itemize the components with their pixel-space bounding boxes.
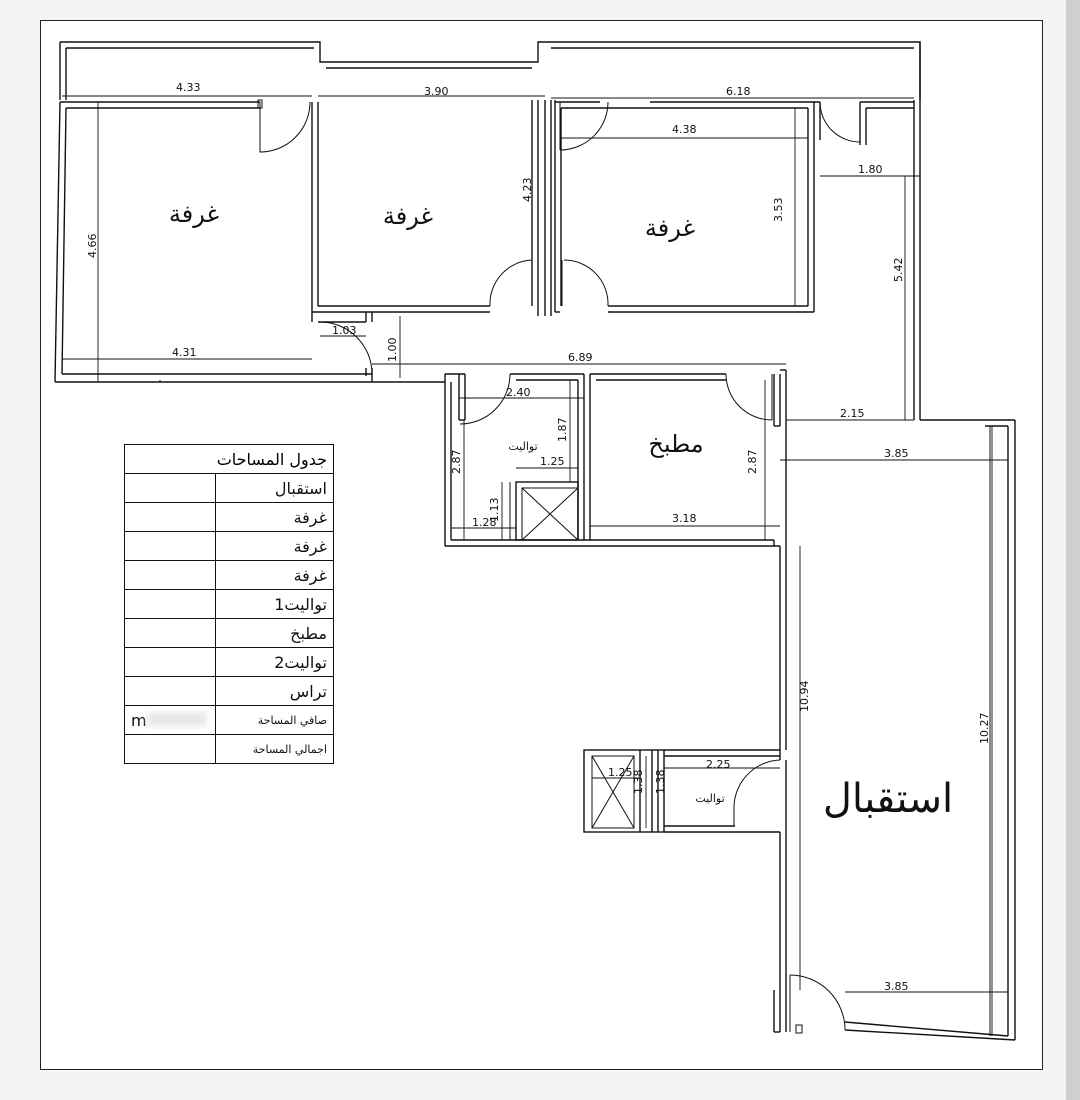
dim-label: 1.38	[632, 770, 645, 795]
area-table-title: جدول المساحات	[124, 444, 334, 474]
dim-label: 1.03	[332, 324, 357, 337]
dim-label: 1.87	[556, 418, 569, 443]
dim-label: 6.18	[726, 85, 751, 98]
room-label-bedroom-1: غرفة	[169, 200, 219, 228]
area-row-value	[123, 502, 217, 532]
area-row-value	[123, 647, 217, 677]
room-label-reception: استقبال	[823, 776, 953, 822]
area-row-label: مطبخ	[215, 618, 334, 648]
table-row: مطبخ	[123, 618, 334, 648]
area-row-label: تراس	[215, 676, 334, 706]
dim-label: 4.23	[521, 178, 534, 203]
area-row-label: صافي المساحة	[215, 705, 334, 735]
area-row-label: تواليت2	[215, 647, 334, 677]
dim-label: 10.94	[798, 681, 811, 713]
dim-label: 2.87	[746, 450, 759, 475]
area-table: جدول المساحات استقبال غرفة غرفة غرفة توا…	[123, 444, 334, 764]
table-row: تواليت2	[123, 647, 334, 677]
table-row: غرفة	[123, 531, 334, 561]
page-edge	[1066, 0, 1080, 1100]
dim-label: 6.89	[568, 351, 593, 364]
dim-label: 3.53	[772, 198, 785, 223]
dim-label: 4.38	[672, 123, 697, 136]
dim-label: 2.40	[506, 386, 531, 399]
table-row: غرفة	[123, 560, 334, 590]
dim-label: 1.38	[654, 770, 667, 795]
area-row-label: اجمالي المساحة	[215, 734, 334, 764]
room-label-kitchen: مطبخ	[648, 430, 703, 458]
walls	[54, 41, 1016, 1041]
room-label-bedroom-2: غرفة	[383, 202, 433, 230]
table-row: صافي المساحة m	[123, 705, 334, 735]
dim-label: 4.33	[176, 81, 201, 94]
area-row-value	[123, 473, 217, 503]
dim-label: 2.25	[706, 758, 731, 771]
dim-label: 3.85	[884, 447, 909, 460]
table-row: غرفة	[123, 502, 334, 532]
dim-label: 1.28	[472, 516, 497, 529]
table-row: اجمالي المساحة	[123, 734, 334, 764]
dim-label: 1.13	[488, 498, 501, 523]
area-row-value: m	[123, 705, 217, 735]
table-row: تواليت1	[123, 589, 334, 619]
area-row-label: غرفة	[215, 560, 334, 590]
dim-label: 3.85	[884, 980, 909, 993]
dimension-lines	[62, 95, 1008, 1036]
dim-label: 2.87	[450, 450, 463, 475]
area-row-label: غرفة	[215, 531, 334, 561]
dimension-labels: 4.33 3.90 6.18 4.38 1.80 4.66 4.23 3.53 …	[86, 81, 991, 993]
dim-label: 4.31	[172, 346, 197, 359]
doors	[257, 99, 861, 1034]
area-row-label: تواليت1	[215, 589, 334, 619]
room-label-bedroom-3: غرفة	[645, 214, 695, 242]
area-row-value	[123, 589, 217, 619]
blurred-value	[146, 711, 207, 726]
table-row: استقبال	[123, 473, 334, 503]
area-row-label: استقبال	[215, 473, 334, 503]
dim-label: 3.90	[424, 85, 449, 98]
dim-label: 2.15	[840, 407, 865, 420]
room-label-toilet-2: تواليت	[695, 792, 724, 805]
dim-label: 3.18	[672, 512, 697, 525]
dim-label: 1.25	[540, 455, 565, 468]
dim-label: 5.42	[892, 258, 905, 283]
dim-label: 4.66	[86, 234, 99, 259]
dim-label: 1.00	[386, 338, 399, 363]
dim-label: 1.25	[608, 766, 633, 779]
area-row-value	[123, 676, 217, 706]
table-row: تراس	[123, 676, 334, 706]
area-row-label: غرفة	[215, 502, 334, 532]
room-labels: غرفة غرفة غرفة مطبخ تواليت تواليت استقبا…	[169, 200, 953, 822]
dim-label: 10.27	[978, 713, 991, 745]
dim-label: 1.80	[858, 163, 883, 176]
area-row-value	[123, 618, 217, 648]
area-row-value	[123, 560, 217, 590]
area-row-value	[123, 734, 217, 764]
area-unit: m	[131, 710, 147, 730]
room-label-toilet-1: تواليت	[508, 440, 537, 453]
area-row-value	[123, 531, 217, 561]
